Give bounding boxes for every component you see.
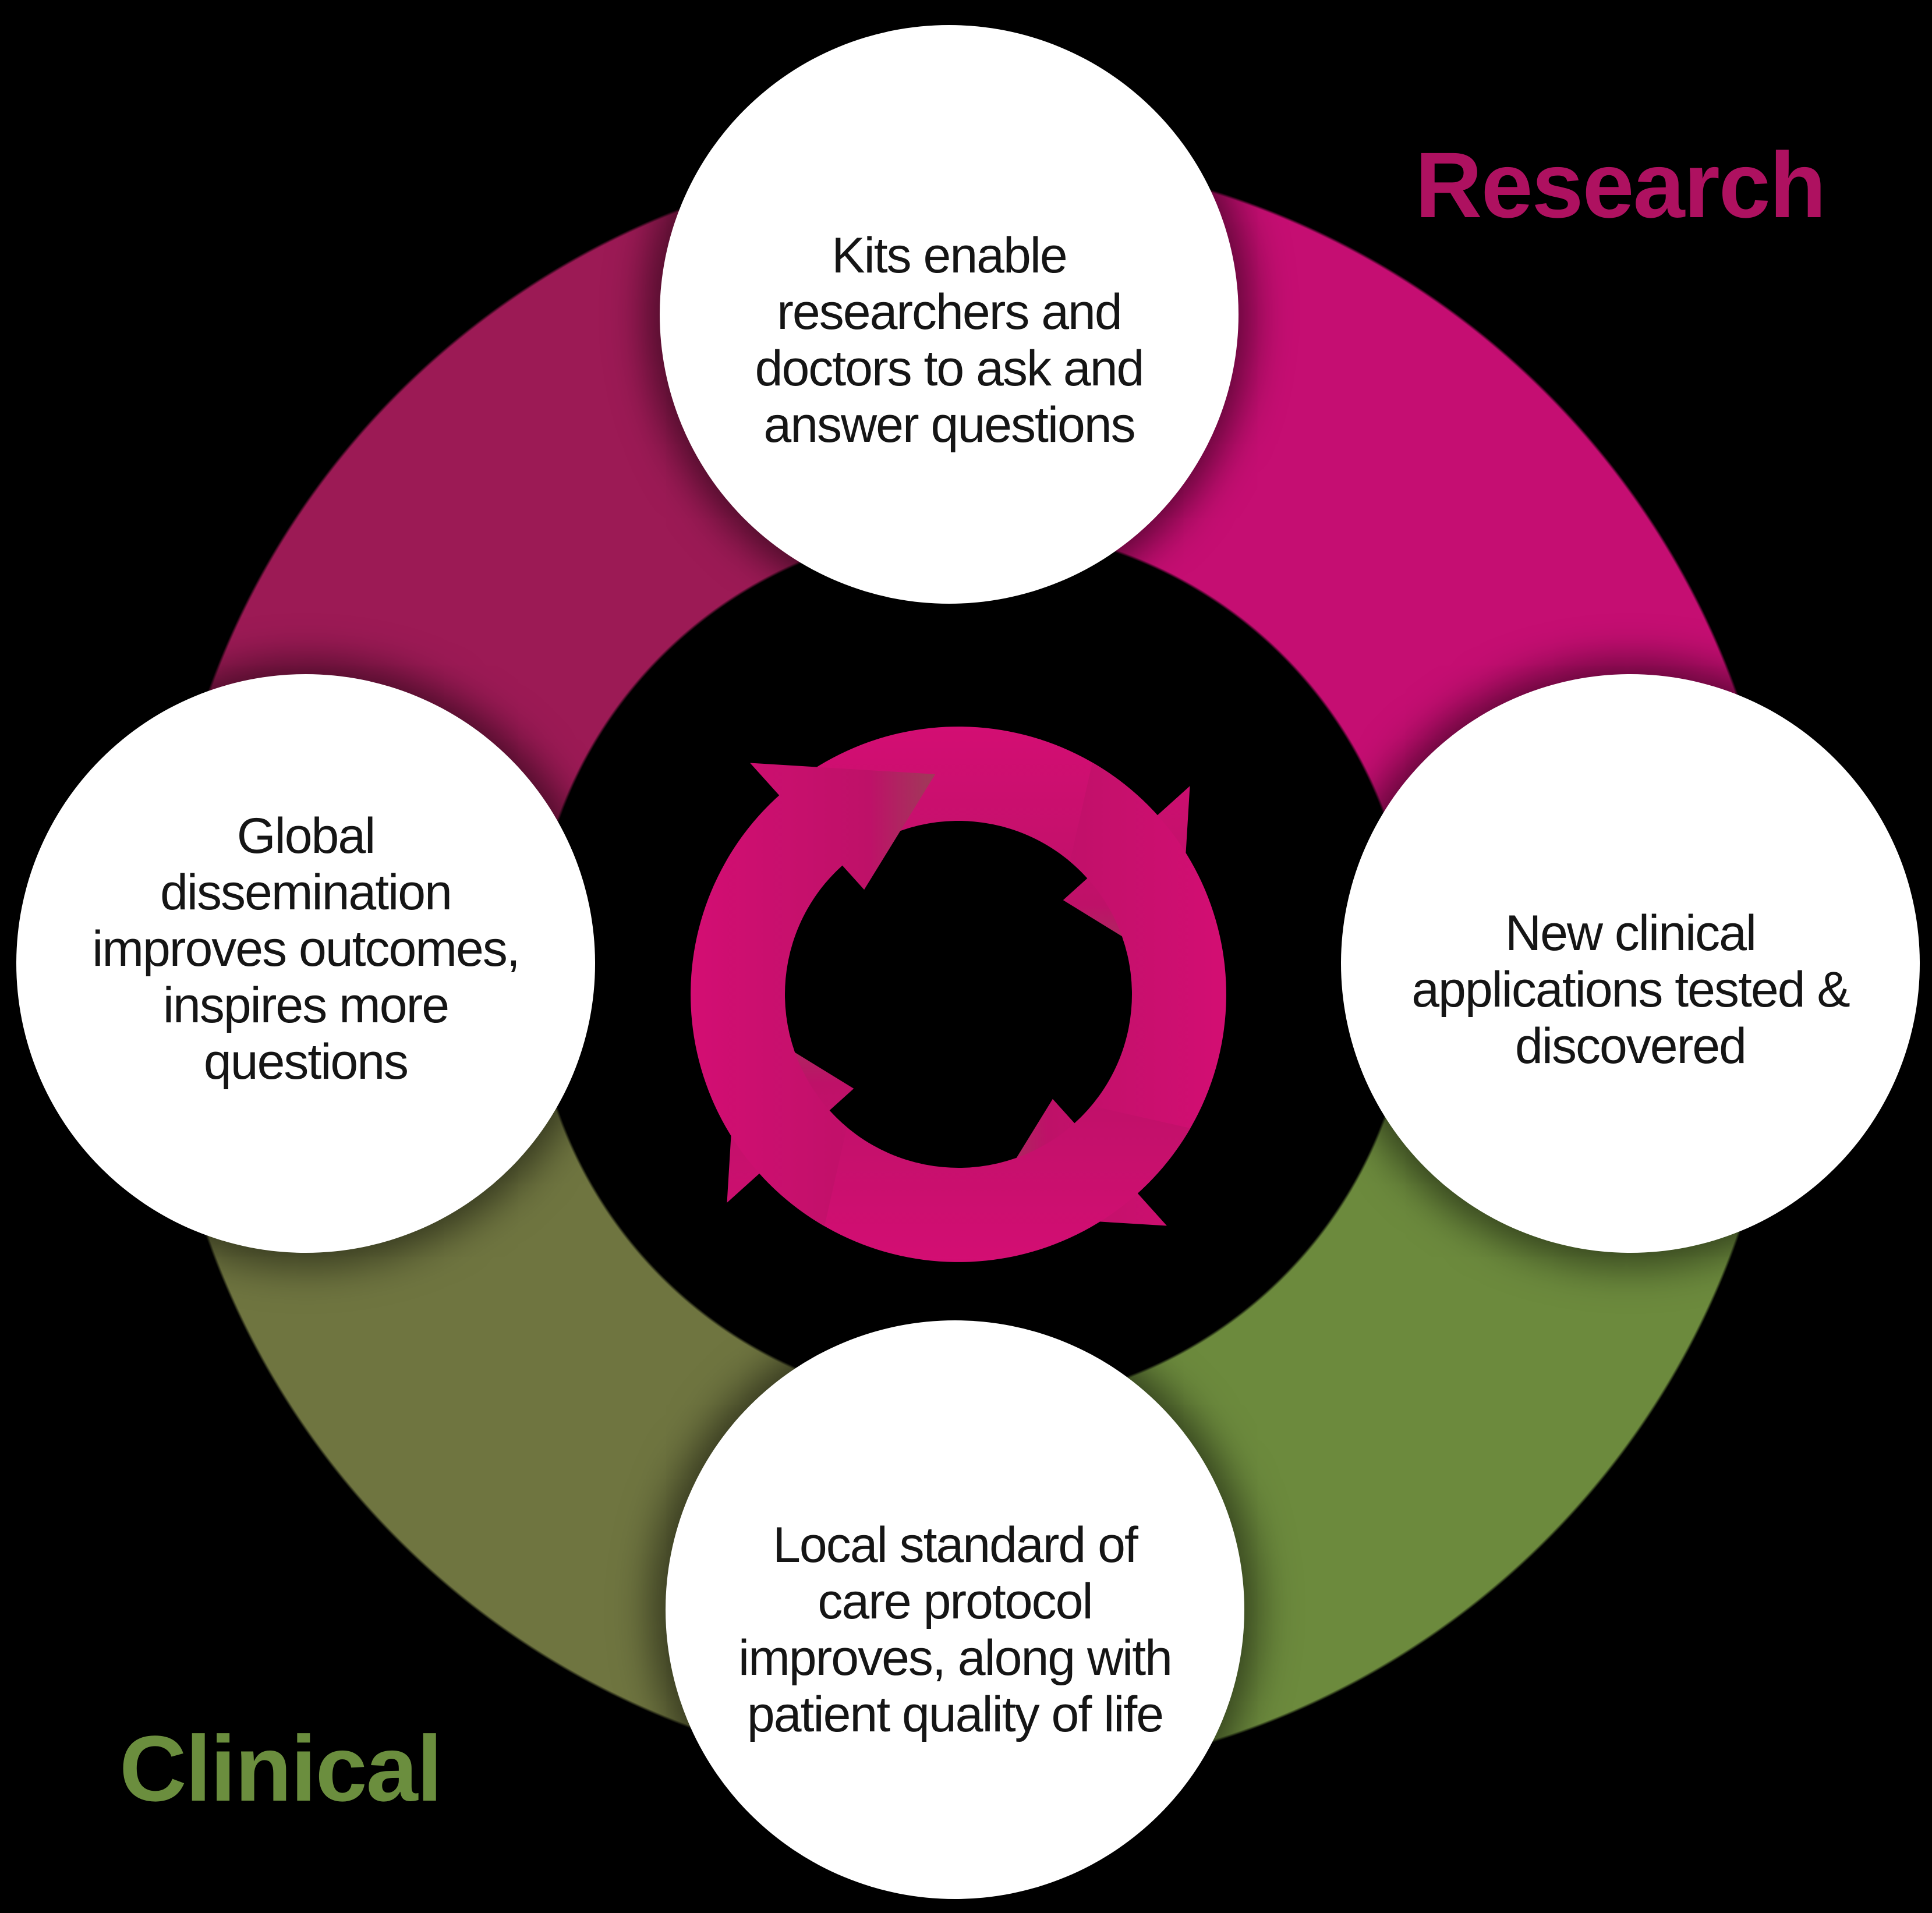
- node-text-line: Local standard of: [773, 1517, 1138, 1573]
- node-text-line: patient quality of life: [746, 1687, 1164, 1742]
- node-text-right: New clinical applications tested & disco…: [1411, 905, 1850, 1075]
- node-text-top: Kits enable researchers and doctors to a…: [755, 228, 1145, 454]
- node-text-line: dissemination: [160, 864, 452, 920]
- node-text-line: researchers and: [777, 284, 1122, 340]
- node-text-line: New clinical: [1505, 905, 1757, 961]
- node-text-line: Global: [236, 807, 376, 864]
- node-text-line: answer questions: [763, 397, 1135, 453]
- node-circle-left: Global dissemination improves outcomes, …: [16, 674, 595, 1253]
- node-text-line: improves, along with: [738, 1630, 1173, 1686]
- node-text-line: inspires more: [162, 977, 450, 1033]
- research-label: Research: [1415, 133, 1826, 237]
- cycle-arrows-icon: [691, 727, 1226, 1262]
- clinical-label: Clinical: [119, 1716, 443, 1820]
- node-circle-bottom: Local standard of care protocol improves…: [666, 1320, 1244, 1899]
- node-text-bottom: Local standard of care protocol improves…: [738, 1517, 1173, 1743]
- node-circle-top: Kits enable researchers and doctors to a…: [660, 25, 1239, 604]
- node-text-line: Kits enable: [831, 228, 1068, 284]
- node-text-line: doctors to ask and: [755, 341, 1145, 396]
- node-text-line: improves outcomes,: [92, 920, 521, 977]
- node-circle-right: New clinical applications tested & disco…: [1341, 674, 1920, 1253]
- node-text-line: applications tested &: [1411, 961, 1850, 1018]
- node-text-line: discovered: [1515, 1018, 1747, 1074]
- node-text-line: questions: [203, 1033, 409, 1090]
- node-text-line: care protocol: [818, 1574, 1093, 1629]
- node-text-left: Global dissemination improves outcomes, …: [92, 807, 521, 1090]
